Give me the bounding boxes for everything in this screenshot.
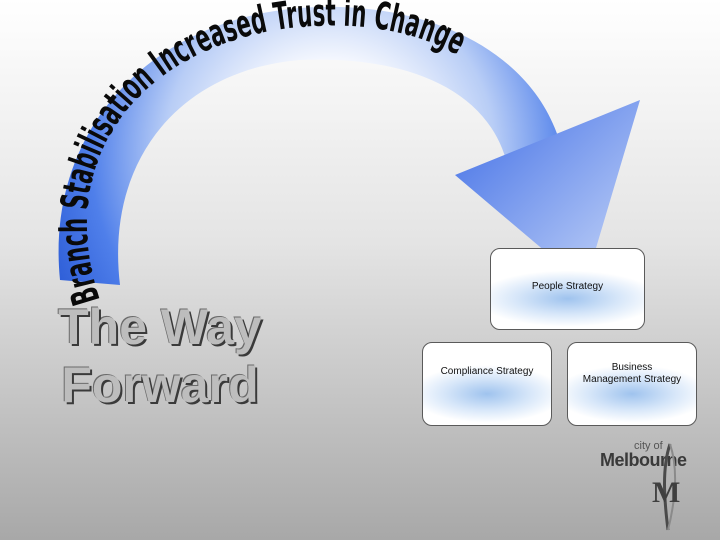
business-management-strategy-label: Business Management Strategy [568,362,696,386]
title-line-2: Forward [61,357,259,413]
title-line-1: The Way [58,299,262,355]
svg-text:M: M [652,476,680,509]
business-label-line-2: Management Strategy [582,374,682,385]
city-of-melbourne-logo: city of Melbourne M [598,438,690,534]
people-strategy-box: People Strategy [490,248,645,330]
business-label-line-1: Business [611,362,653,373]
compliance-strategy-label: Compliance Strategy [440,366,534,377]
logo-m-emblem-icon: M [652,443,680,531]
business-management-strategy-box: Business Management Strategy [567,342,697,426]
compliance-strategy-box: Compliance Strategy [422,342,552,426]
arrow-head [455,100,640,285]
arrow-band [58,6,565,286]
logo-city-text: city of [634,440,663,452]
page-title: The Way Forward [30,298,290,414]
people-strategy-label: People Strategy [531,281,604,292]
